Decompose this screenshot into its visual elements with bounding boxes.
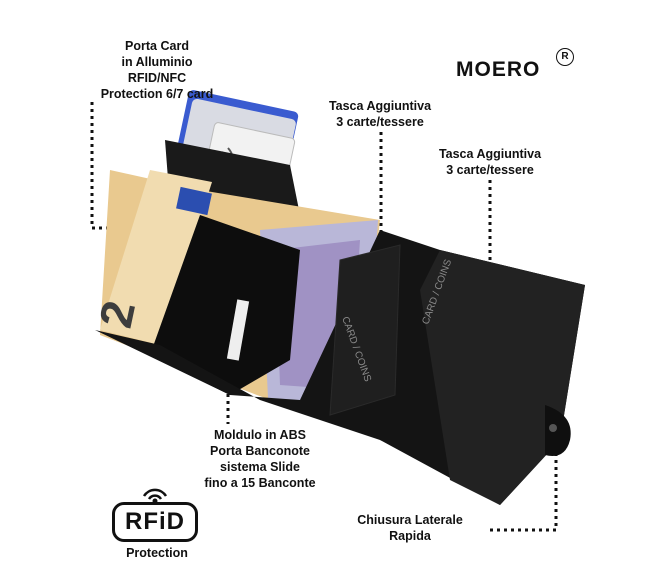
label-chiusura-laterale: Chiusura Laterale Rapida [357, 513, 463, 543]
rfid-waves-icon [142, 488, 168, 504]
rfid-text: RFiD [112, 502, 198, 542]
registered-mark-icon: R [556, 48, 574, 66]
label-porta-card: Porta Card in Alluminio RFID/NFC Protect… [100, 39, 214, 101]
pocket-2 [420, 250, 585, 505]
label-tasca-aggiuntiva-1: Tasca Aggiuntiva 3 carte/tessere [328, 99, 432, 129]
money-clip-module [150, 215, 300, 395]
wallet-body: CARD / COINS CARD / COINS [95, 230, 585, 505]
label-modulo-abs: Moldulo in ABS Porta Banconote sistema S… [204, 428, 316, 490]
leader-chiusura [490, 430, 558, 532]
rfid-caption: Protection [126, 546, 188, 560]
side-closure [545, 405, 571, 456]
brand-logo: MOERO [456, 58, 541, 81]
label-tasca-aggiuntiva-2: Tasca Aggiuntiva 3 carte/tessere [438, 147, 542, 177]
pocket-1 [329, 244, 401, 416]
closure-button-icon [549, 424, 557, 432]
leader-porta-card [90, 102, 160, 230]
rfid-protection-logo: RFiD Protection [112, 486, 202, 570]
